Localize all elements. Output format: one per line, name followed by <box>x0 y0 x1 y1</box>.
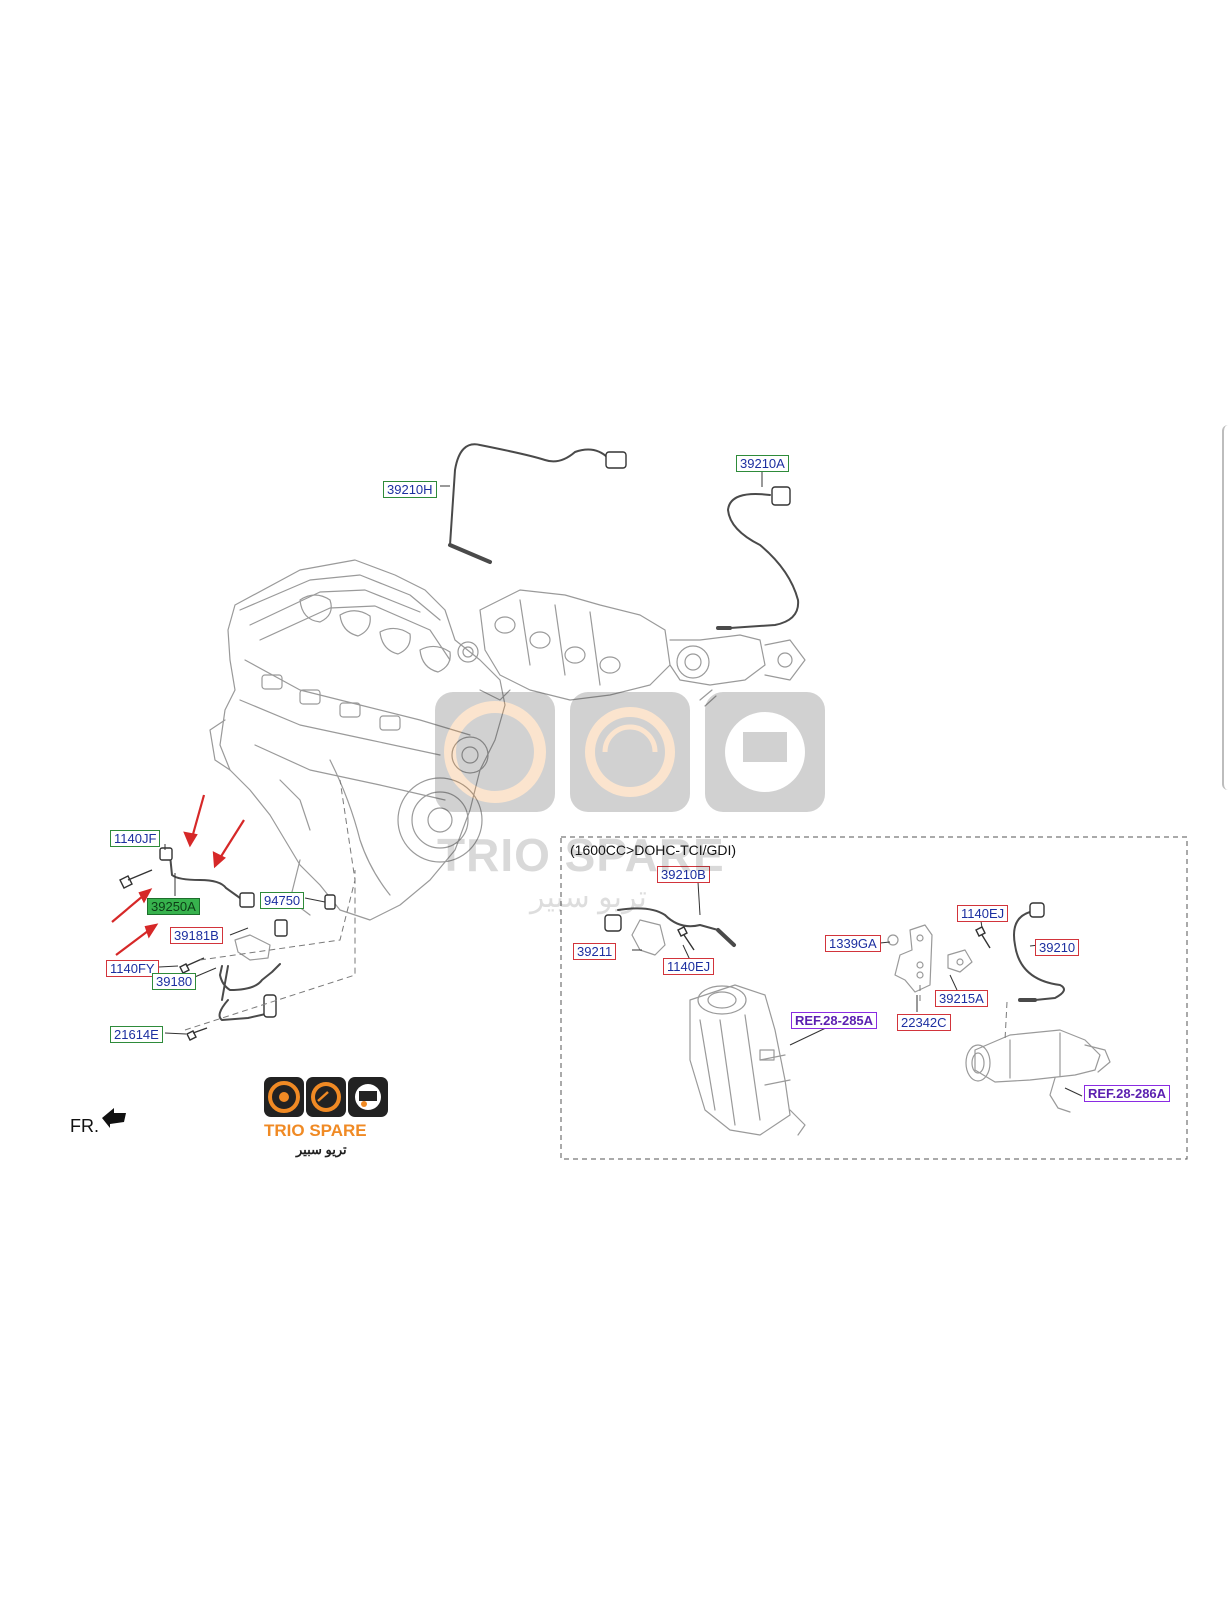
part-label-39181B[interactable]: 39181B <box>170 927 223 944</box>
brackets-drawing <box>234 919 973 993</box>
guide-lines <box>184 779 1008 1041</box>
part-label-39210B[interactable]: 39210B <box>657 866 710 883</box>
part-label-39210A[interactable]: 39210A <box>736 455 789 472</box>
part-label-1140JF[interactable]: 1140JF <box>110 830 161 847</box>
part-label-1140FY[interactable]: 1140FY <box>106 960 159 977</box>
scrollbar[interactable] <box>1222 425 1232 790</box>
connectors <box>159 451 1045 1018</box>
variant-box <box>560 836 1188 1160</box>
catalytic-converter-drawing <box>689 984 806 1136</box>
watermark-text: TRIO SPARE <box>437 829 725 881</box>
part-label-94750[interactable]: 94750 <box>260 892 305 909</box>
part-label-21614E[interactable]: 21614E <box>110 1026 163 1043</box>
red-arrows <box>111 794 245 956</box>
part-label-1140EJ-right[interactable]: 1140EJ <box>957 905 1009 922</box>
brand-logo <box>264 1077 388 1117</box>
brand-name: TRIO SPARE <box>264 1121 367 1140</box>
part-label-1140EJ-left[interactable]: 1140EJ <box>663 958 715 975</box>
sensor-cables <box>169 443 1065 1021</box>
front-direction-label: FR. <box>70 1116 99 1136</box>
part-label-39211[interactable]: 39211 <box>573 943 617 960</box>
watermark-arabic-text: تريو سبير <box>530 881 647 914</box>
front-direction-arrow-icon <box>102 1108 126 1128</box>
part-label-39215A[interactable]: 39215A <box>935 990 988 1007</box>
part-label-39250A[interactable]: 39250A <box>147 898 200 915</box>
brand-name-arabic: تريو سبير <box>296 1142 347 1157</box>
part-label-39210[interactable]: 39210 <box>1035 939 1080 956</box>
ref-label-28-286A[interactable]: REF.28-286A <box>1084 1085 1171 1102</box>
part-label-22342C[interactable]: 22342C <box>897 1014 951 1031</box>
ref-label-28-285A[interactable]: REF.28-285A <box>791 1012 878 1029</box>
exhaust-manifold-drawing <box>479 589 806 707</box>
bolts <box>119 869 991 1041</box>
part-label-39210H[interactable]: 39210H <box>383 481 437 498</box>
part-label-1339GA[interactable]: 1339GA <box>825 935 881 952</box>
variant-label: (1600CC>DOHC-TCI/GDI) <box>570 842 737 858</box>
watermark-logo <box>435 692 825 812</box>
front-pipe-drawing <box>965 1029 1111 1113</box>
part-label-39180[interactable]: 39180 <box>152 973 197 990</box>
